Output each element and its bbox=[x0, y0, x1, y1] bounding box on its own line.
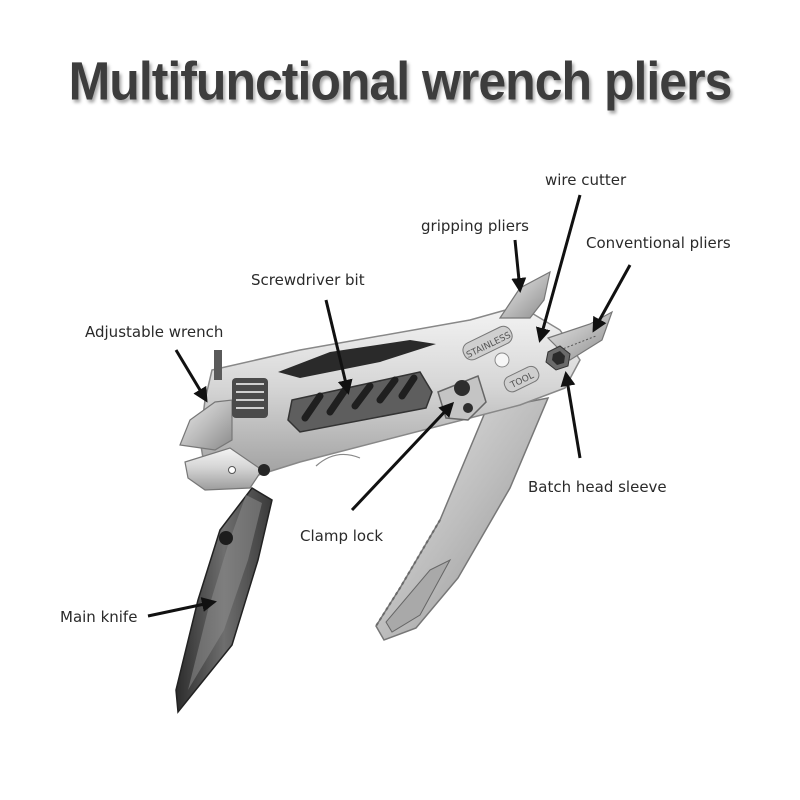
arrow-wire-cutter bbox=[535, 194, 582, 343]
callout-arrows bbox=[147, 194, 632, 618]
arrow-adjustable-wrench bbox=[174, 349, 208, 403]
label-batch-head-sleeve: Batch head sleeve bbox=[528, 478, 667, 496]
label-conventional-pliers: Conventional pliers bbox=[586, 234, 731, 252]
pliers-handle bbox=[375, 396, 550, 641]
label-main-knife: Main knife bbox=[60, 608, 138, 626]
arrow-main-knife bbox=[147, 597, 217, 618]
arrow-conventional-pliers bbox=[592, 264, 632, 333]
arrow-clamp-lock bbox=[350, 401, 455, 512]
label-wire-cutter: wire cutter bbox=[545, 171, 627, 189]
tool-body: STAINLESS TOOL bbox=[179, 305, 581, 491]
arrow-batch-head-sleeve bbox=[560, 371, 582, 459]
label-adjustable-wrench: Adjustable wrench bbox=[85, 323, 224, 341]
label-gripping-pliers: gripping pliers bbox=[421, 217, 529, 235]
arrow-gripping-pliers bbox=[511, 239, 527, 293]
main-knife bbox=[175, 487, 273, 714]
arrow-screwdriver-bit bbox=[324, 299, 353, 395]
label-clamp-lock: Clamp lock bbox=[300, 527, 384, 545]
page-title: Multifunctional wrench pliers bbox=[68, 50, 733, 112]
label-screwdriver-bit: Screwdriver bit bbox=[251, 271, 365, 289]
